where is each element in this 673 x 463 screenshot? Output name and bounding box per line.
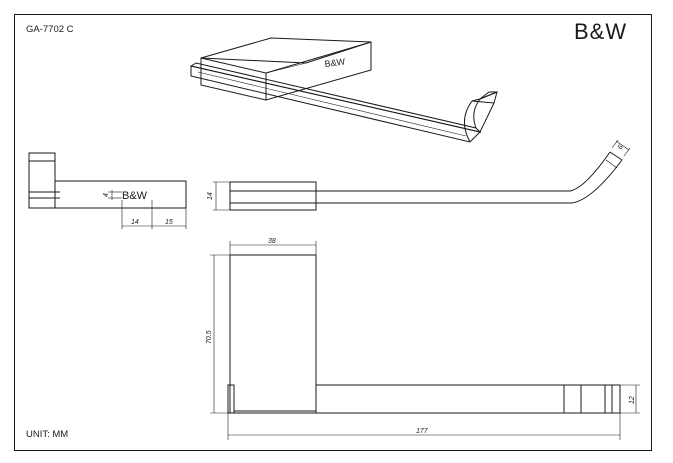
iso-view: B&W [189, 37, 498, 143]
dim-offset-a: 14 [131, 219, 139, 226]
dim-plate-width: 38 [268, 238, 276, 245]
top-view: 6 14 [207, 139, 631, 211]
dim-tip: 6 [617, 144, 625, 151]
side-engraving: B&W [122, 190, 148, 202]
dim-plate-height: 70.5 [206, 330, 213, 344]
unit-label: UNIT: MM [26, 429, 68, 440]
dim-offset-b: 15 [165, 219, 173, 226]
brand-logo: B&W [574, 19, 627, 44]
dim-logo-height: 4 [103, 193, 110, 197]
dim-bar-height: 12 [629, 396, 636, 404]
front-view: 38 70.5 177 12 [206, 238, 640, 440]
iso-engraving: B&W [324, 56, 346, 68]
side-view: B&W 4 14 15 [28, 152, 187, 229]
dim-overall-length: 177 [416, 428, 429, 435]
sheet-border [14, 14, 652, 451]
model-code: GA-7702 C [26, 24, 74, 35]
dim-thickness: 14 [207, 192, 214, 200]
